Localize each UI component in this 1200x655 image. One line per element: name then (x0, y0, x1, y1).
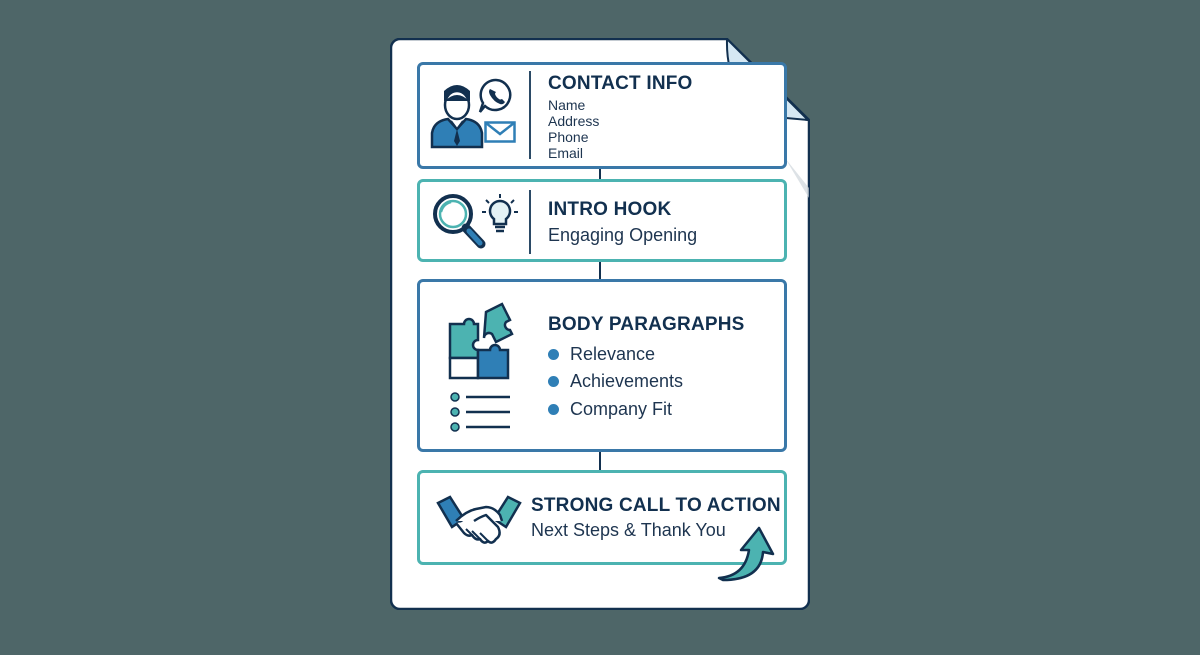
contact-address: Address (548, 113, 600, 129)
handshake-icon (436, 495, 522, 544)
section-intro-hook: INTRO HOOK Engaging Opening (417, 179, 787, 262)
lightbulb-icon (482, 194, 518, 233)
person-icon (430, 85, 484, 149)
bullet-text: Relevance (570, 344, 656, 364)
document-page: CONTACT INFO Name Address Phone Email IN… (390, 38, 810, 610)
puzzle-icon (448, 302, 514, 380)
bullet-item: Company Fit (548, 399, 672, 420)
section-call-to-action: STRONG CALL TO ACTION Next Steps & Thank… (417, 470, 787, 565)
bullet-text: Company Fit (570, 399, 673, 419)
section-body-paragraphs: BODY PARAGRAPHS Relevance Achievements C… (417, 279, 787, 452)
bullet-text: Achievements (570, 371, 684, 391)
section-title: CONTACT INFO (548, 73, 693, 94)
section-contact-info: CONTACT INFO Name Address Phone Email (417, 62, 787, 169)
bullet-dot (548, 404, 559, 415)
contact-name: Name (548, 97, 586, 113)
bullet-dot (548, 376, 559, 387)
contact-phone: Phone (548, 129, 589, 145)
bullet-dot (548, 349, 559, 360)
bullet-item: Achievements (548, 371, 683, 392)
contact-email: Email (548, 145, 584, 161)
section-title: INTRO HOOK (548, 199, 672, 220)
section-title: STRONG CALL TO ACTION (531, 495, 781, 516)
bullet-item: Relevance (548, 344, 655, 365)
envelope-icon (484, 121, 516, 143)
curved-arrow-icon (717, 526, 775, 582)
section-subtitle: Engaging Opening (548, 225, 698, 245)
section-subtitle: Next Steps & Thank You (531, 520, 726, 540)
list-icon (450, 392, 510, 432)
section-title: BODY PARAGRAPHS (548, 314, 745, 335)
phone-chat-icon (478, 78, 512, 113)
magnifier-icon (433, 194, 486, 249)
